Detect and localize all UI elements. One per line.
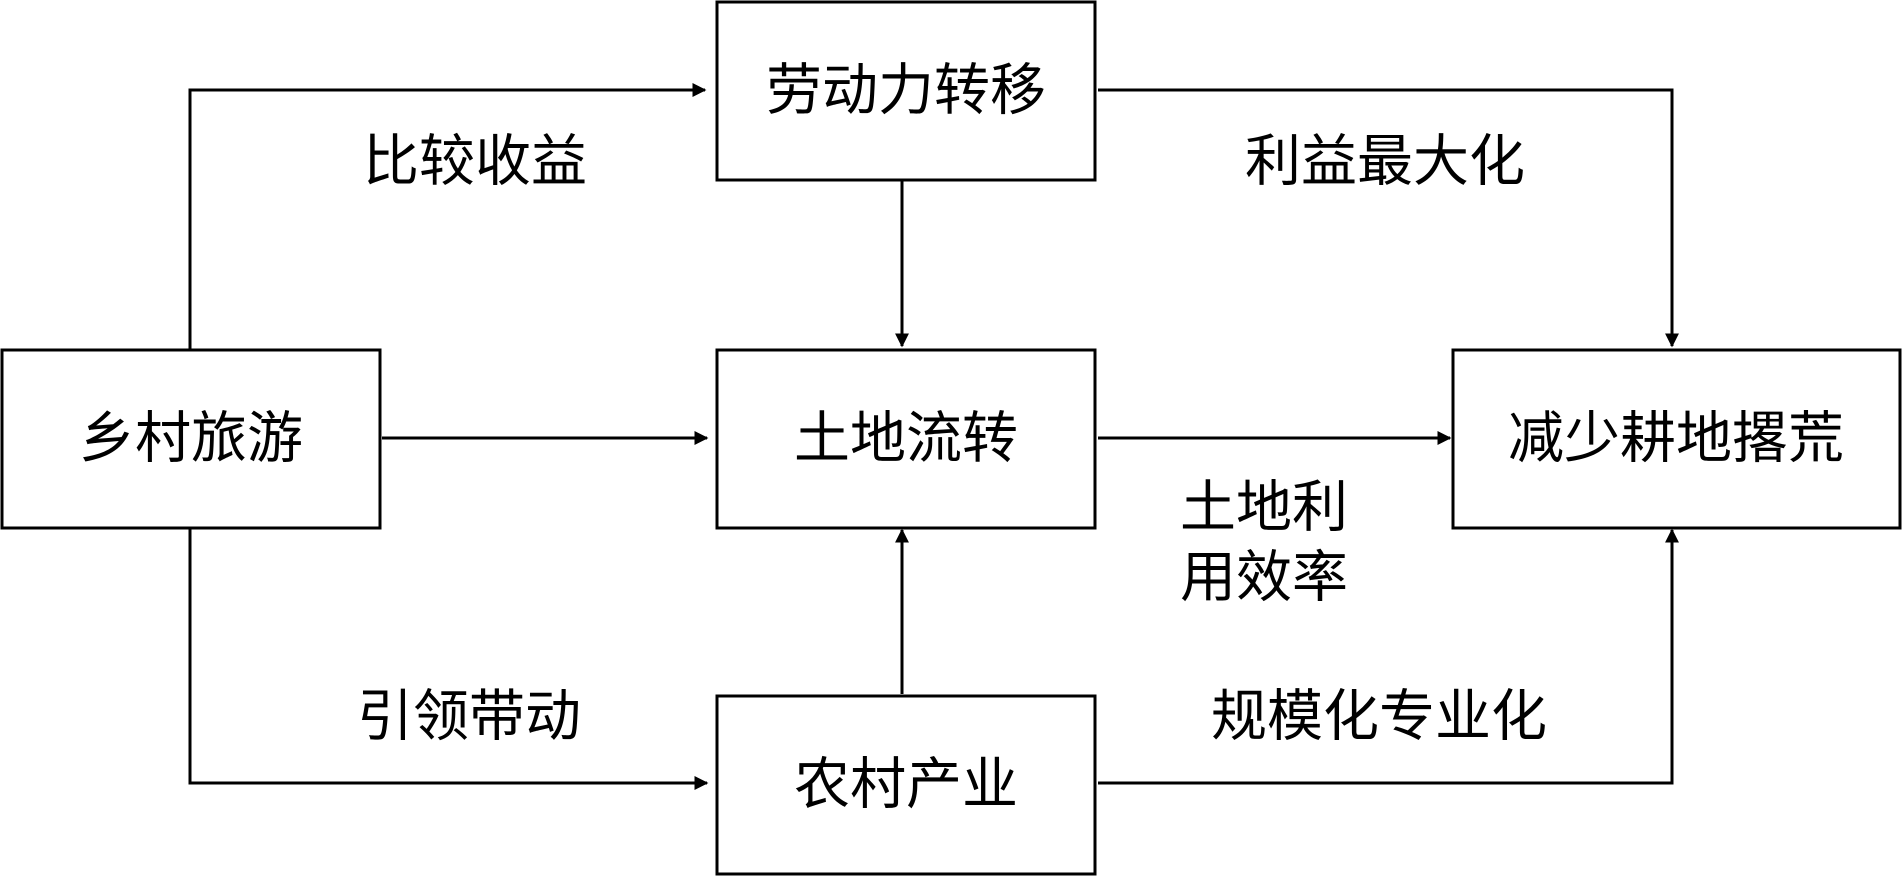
label-leading-driving: 引领带动 bbox=[357, 685, 581, 750]
node-land-transfer-label: 土地流转 bbox=[794, 407, 1018, 472]
node-rural-industry-label: 农村产业 bbox=[794, 753, 1018, 818]
label-profit-maximization: 利益最大化 bbox=[1245, 130, 1525, 195]
label-land-use-efficiency-line1: 土地利 bbox=[1180, 476, 1348, 541]
node-land-transfer: 土地流转 bbox=[715, 348, 1097, 530]
label-land-use-efficiency: 土地利 用效率 bbox=[1180, 476, 1348, 611]
label-scale-specialization-text: 规模化专业化 bbox=[1211, 685, 1547, 750]
node-labor-transfer-label: 劳动力转移 bbox=[766, 59, 1046, 124]
label-comparative-benefit: 比较收益 bbox=[363, 130, 587, 195]
edge-tourism-to-labor bbox=[188, 83, 707, 350]
label-leading-driving-text: 引领带动 bbox=[357, 685, 581, 750]
node-labor-transfer: 劳动力转移 bbox=[715, 0, 1097, 182]
edge-industry-to-reduce bbox=[1098, 528, 1679, 785]
node-rural-industry: 农村产业 bbox=[715, 694, 1097, 876]
node-rural-tourism: 乡村旅游 bbox=[0, 348, 382, 530]
label-comparative-benefit-text: 比较收益 bbox=[363, 130, 587, 195]
label-scale-specialization: 规模化专业化 bbox=[1211, 685, 1547, 750]
node-rural-tourism-label: 乡村旅游 bbox=[79, 407, 303, 472]
label-profit-maximization-text: 利益最大化 bbox=[1245, 130, 1525, 195]
node-reduce-abandonment: 减少耕地撂荒 bbox=[1451, 348, 1902, 530]
edge-labor-to-reduce bbox=[1098, 88, 1679, 348]
label-land-use-efficiency-line2: 用效率 bbox=[1180, 546, 1348, 611]
node-reduce-abandonment-label: 减少耕地撂荒 bbox=[1508, 407, 1844, 472]
edge-tourism-to-industry bbox=[188, 528, 709, 790]
